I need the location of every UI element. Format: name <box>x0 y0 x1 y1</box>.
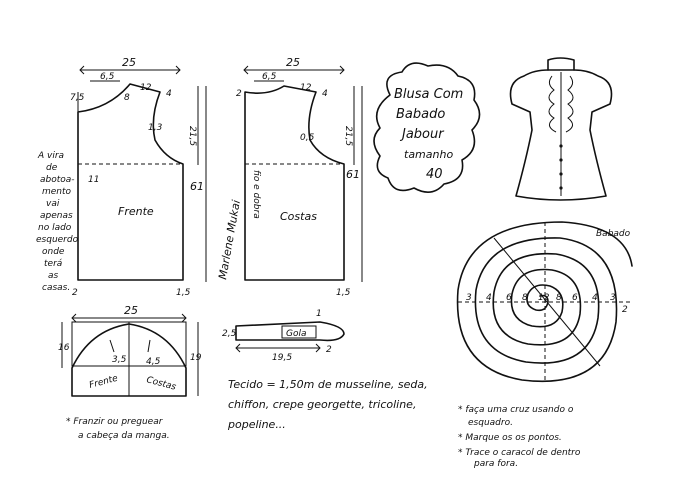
svg-text:no lado: no lado <box>38 223 72 233</box>
ruffle-note-4: * Trace o caracol de dentro <box>458 448 581 458</box>
svg-text:casas.: casas. <box>42 283 70 293</box>
ruffle-spiral-path <box>456 221 633 382</box>
sleeve-front-curve-label: 3,5 <box>112 355 127 365</box>
svg-text:de: de <box>46 163 58 173</box>
collar-height-left-label: 2,5 <box>222 329 237 339</box>
collar-pattern: 2,5 1 Gola 19,5 2 <box>222 309 345 363</box>
ruffle-note-3: * Marque os os pontos. <box>458 433 562 443</box>
back-label: Costas <box>280 210 317 223</box>
svg-text:4: 4 <box>486 293 492 303</box>
sleeve-height-right-label: 19 <box>190 353 202 363</box>
front-hem-left-label: 2 <box>72 288 78 298</box>
svg-text:onde: onde <box>42 247 65 257</box>
signature: Marlene Mukai <box>216 199 243 280</box>
back-neck-depth-label: 2 <box>236 89 242 99</box>
front-width-label: 25 <box>122 56 136 69</box>
title-cloud: Blusa Com Babado Jabour tamanho 40 <box>373 62 481 193</box>
back-shoulder-drop-label: 4 <box>322 89 328 99</box>
cloud-outline <box>373 62 481 193</box>
back-length-label: 61 <box>346 168 360 181</box>
back-width-label: 25 <box>286 56 300 69</box>
collar-length-label: 19,5 <box>272 353 292 363</box>
svg-text:3: 3 <box>466 293 472 303</box>
sleeve-height-left-label: 16 <box>58 343 70 353</box>
svg-text:terá: terá <box>44 259 63 269</box>
svg-text:4: 4 <box>592 293 598 303</box>
front-shoulder-drop-label: 4 <box>166 89 172 99</box>
svg-text:6: 6 <box>506 293 512 303</box>
sleeve-pattern: 25 16 19 3,5 4,5 Frente Costas <box>58 304 202 397</box>
svg-text:esquerdo: esquerdo <box>36 235 79 245</box>
fabric-note-2: chiffon, crepe georgette, tricoline, <box>228 398 416 411</box>
sleeve-width-label: 25 <box>124 304 138 317</box>
ruffle-note-5: para fora. <box>473 459 518 469</box>
svg-text:6: 6 <box>572 293 578 303</box>
back-bodice: 25 6,5 2 12 4 21,5 61 0,5 fio e dobra Co… <box>236 56 363 298</box>
svg-text:as: as <box>48 271 59 281</box>
back-neck-width-label: 6,5 <box>262 72 277 82</box>
sleeve-back-label: Costas <box>145 375 177 393</box>
front-side-note: A vira de abotoa- mento vai apenas no la… <box>36 151 79 293</box>
svg-text:3: 3 <box>610 293 616 303</box>
fabric-note-1: Tecido = 1,50m de musseline, seda, <box>228 378 428 391</box>
title-line-5: 40 <box>426 167 443 182</box>
sleeve-note-2: a cabeça da manga. <box>78 431 170 441</box>
svg-text:8: 8 <box>556 293 562 303</box>
ruffle-note-2: esquadro. <box>468 418 513 428</box>
title-line-4: tamanho <box>404 148 453 161</box>
sleeve-back-curve-label: 4,5 <box>146 357 161 367</box>
front-side-mark-label: 11 <box>88 175 99 185</box>
title-line-3: Jabour <box>399 127 445 142</box>
ruffle-spiral: Babado 3 4 6 8 12 8 6 4 3 2 <box>456 221 633 382</box>
sleeve-note-1: * Franzir ou preguear <box>66 417 164 427</box>
front-armhole-depth-label: 21,5 <box>187 126 197 146</box>
svg-text:apenas: apenas <box>40 211 73 221</box>
front-length-label: 61 <box>190 180 204 193</box>
ruffle-note-1: * faça uma cruz usando o <box>458 405 574 415</box>
fabric-note-3: popeline... <box>227 418 286 431</box>
svg-text:2: 2 <box>622 305 628 315</box>
back-outline <box>244 85 345 281</box>
svg-text:mento: mento <box>42 187 72 197</box>
front-outline <box>77 83 184 281</box>
blouse-illustration <box>509 57 613 201</box>
front-neck-width-label: 6,5 <box>100 72 115 82</box>
svg-text:8: 8 <box>522 293 528 303</box>
front-drop-label: 7,5 <box>70 93 85 103</box>
svg-text:A vira: A vira <box>37 151 64 161</box>
ruffle-label: Babado <box>596 229 631 239</box>
front-armhole-curve-label: 1,3 <box>148 123 163 133</box>
sleeve-front-label: Frente <box>88 374 119 391</box>
title-line-1: Blusa Com <box>394 87 463 102</box>
back-armhole-curve-label: 0,5 <box>300 133 315 143</box>
front-bodice: 25 6,5 12 7,5 8 4 21,5 61 1,3 11 Frente … <box>70 56 207 298</box>
back-armhole-depth-label: 21,5 <box>343 126 353 146</box>
back-fold-label: fio e dobra <box>251 170 261 219</box>
front-neck-depth-label: 8 <box>124 93 130 103</box>
svg-text:12: 12 <box>538 293 550 303</box>
collar-end-label: 2 <box>326 345 332 355</box>
svg-text:abotoa-: abotoa- <box>40 175 75 185</box>
title-line-2: Babado <box>396 107 445 122</box>
back-shoulder-label: 12 <box>300 83 312 93</box>
front-label: Frente <box>118 205 154 218</box>
collar-label: Gola <box>286 329 307 339</box>
svg-text:vai: vai <box>46 199 60 209</box>
collar-height-right-label: 1 <box>316 309 322 319</box>
back-hem-right-label: 1,5 <box>336 288 351 298</box>
front-hem-right-label: 1,5 <box>176 288 191 298</box>
